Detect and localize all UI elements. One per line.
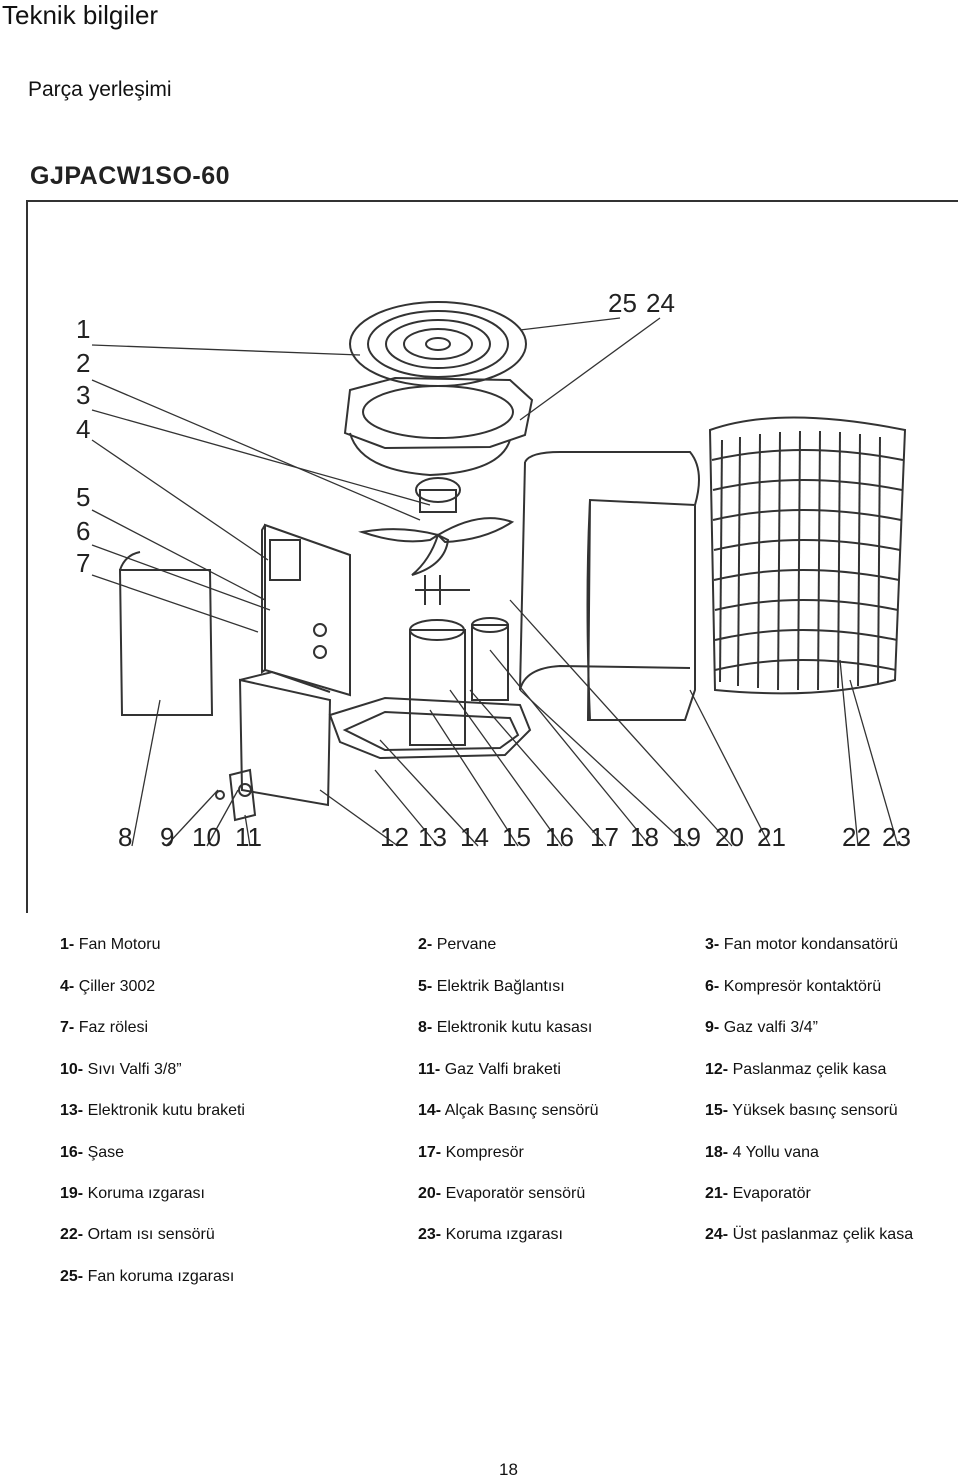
callout-1: 1 (76, 314, 90, 344)
callout-17: 17 (590, 822, 619, 852)
callout-3: 3 (76, 380, 90, 410)
callout-18: 18 (630, 822, 659, 852)
part-item: 9- Gaz valfi 3/4” (705, 1019, 818, 1036)
part-item: 25- Fan koruma ızgarası (60, 1268, 235, 1285)
callout-14: 14 (460, 822, 489, 852)
part-item: 16- Şase (60, 1144, 125, 1161)
base-chassis (328, 696, 532, 760)
part-item: 8- Elektronik kutu kasası (418, 1019, 593, 1036)
part-item: 12- Paslanmaz çelik kasa (705, 1061, 887, 1078)
part-item: 19- Koruma ızgarası (60, 1185, 205, 1202)
model-name: GJPACW1SO-60 (30, 162, 231, 190)
callout-12: 12 (380, 822, 409, 852)
callout-16: 16 (545, 822, 574, 852)
callout-23: 23 (882, 822, 911, 852)
exploded-diagram: 1 2 3 4 5 6 7 8 9 10 11 12 13 14 15 16 1… (76, 288, 911, 852)
fan-motor (415, 477, 461, 503)
callout-4: 4 (76, 414, 90, 444)
callout-13: 13 (418, 822, 447, 852)
part-item: 17- Kompresör (418, 1144, 524, 1161)
part-item: 4- Çiller 3002 (60, 978, 156, 995)
callout-8: 8 (118, 822, 132, 852)
callout-20: 20 (715, 822, 744, 852)
callout-2: 2 (76, 348, 90, 378)
page-title: Teknik bilgiler (2, 0, 159, 30)
front-panel (238, 678, 332, 807)
top-shroud (343, 376, 534, 450)
part-item: 24- Üst paslanmaz çelik kasa (705, 1226, 914, 1243)
callout-11: 11 (235, 822, 262, 852)
evaporator (524, 451, 700, 721)
part-item: 20- Evaporatör sensörü (418, 1185, 586, 1202)
callout-7: 7 (76, 548, 90, 578)
part-item: 14- Alçak Basınç sensörü (418, 1102, 599, 1119)
compressor (409, 629, 466, 746)
four-way-valve (471, 624, 509, 701)
callout-15: 15 (502, 822, 531, 852)
gas-valve-bracket (228, 768, 257, 822)
side-panel (118, 569, 214, 716)
protection-grille (708, 416, 907, 695)
part-item: 11- Gaz Valfi braketi (418, 1061, 561, 1078)
part-item: 15- Yüksek basınç sensorü (705, 1102, 898, 1119)
part-item: 13- Elektronik kutu braketi (60, 1102, 245, 1119)
callout-6: 6 (76, 516, 90, 546)
part-item: 2- Pervane (418, 936, 497, 953)
callout-5: 5 (76, 482, 90, 512)
part-item: 21- Evaporatör (705, 1185, 811, 1202)
propeller (358, 528, 441, 543)
part-item: 23- Koruma ızgarası (418, 1226, 563, 1243)
callout-22: 22 (842, 822, 871, 852)
part-item: 18- 4 Yollu vana (705, 1144, 819, 1161)
part-item: 3- Fan motor kondansatörü (705, 936, 899, 953)
callout-24: 24 (646, 288, 675, 318)
part-item: 10- Sıvı Valfi 3/8” (60, 1061, 182, 1078)
callout-25: 25 (608, 288, 637, 318)
callout-10: 10 (192, 822, 221, 852)
part-item: 6- Kompresör kontaktörü (705, 978, 882, 995)
page-number: 18 (499, 1460, 518, 1479)
frame-left-line (26, 200, 28, 913)
callout-9: 9 (160, 822, 174, 852)
part-item: 1- Fan Motoru (60, 936, 161, 953)
part-item: 5- Elektrik Bağlantısı (418, 978, 565, 995)
part-item: 7- Faz rölesi (60, 1019, 149, 1036)
electronic-box (264, 523, 351, 697)
frame-top-line (26, 200, 958, 202)
callout-19: 19 (672, 822, 701, 852)
part-item: 22- Ortam ısı sensörü (60, 1226, 215, 1243)
section-subtitle: Parça yerleşimi (28, 78, 172, 101)
callout-21: 21 (757, 822, 786, 852)
